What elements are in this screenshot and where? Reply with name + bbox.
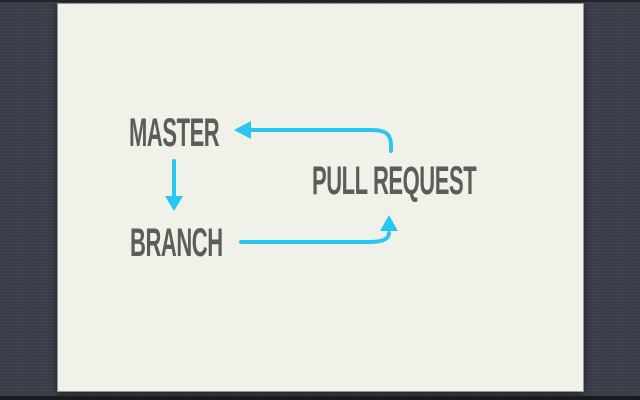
node-master-label: MASTER xyxy=(129,111,220,155)
arrow-right-up-icon xyxy=(239,215,398,244)
presentation-slide: MASTER BRANCH PULL REQUEST xyxy=(57,3,584,392)
screen-top-edge xyxy=(0,0,640,2)
screen-bottom-edge xyxy=(0,396,640,400)
node-branch-label: BRANCH xyxy=(130,221,223,265)
node-branch: BRANCH xyxy=(130,223,299,263)
node-pull-request-label: PULL REQUEST xyxy=(312,159,477,203)
diagram-arrows xyxy=(165,121,398,244)
node-master: MASTER xyxy=(129,113,293,153)
arrow-down-icon xyxy=(165,159,183,211)
node-pull-request: PULL REQUEST xyxy=(312,161,611,201)
arrow-left-icon xyxy=(234,121,394,153)
